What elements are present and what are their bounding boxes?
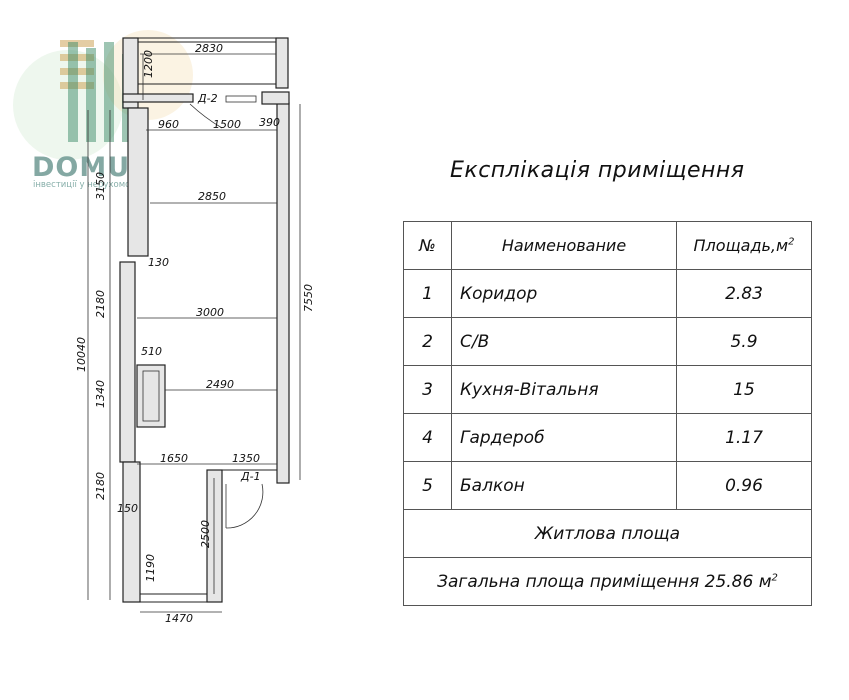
dim-2490: 2490 — [206, 378, 234, 391]
table-row: 2 С/В 5.9 — [403, 317, 812, 366]
dim-960: 960 — [158, 118, 179, 131]
explication-title: Експлікація приміщення — [450, 158, 745, 183]
dim-150: 150 — [117, 502, 138, 515]
right-wall — [276, 102, 290, 484]
balcony-bottom-wall-right — [261, 91, 290, 105]
table-row: 4 Гардероб 1.17 — [403, 413, 812, 462]
wardrobe-block — [136, 364, 166, 428]
table-header-row: № Наименование Площадь,м2 — [403, 221, 812, 270]
dim-2830: 2830 — [195, 42, 223, 55]
header-area: Площадь,м2 — [676, 221, 812, 270]
dim-390: 390 — [259, 116, 280, 129]
total-area-row: Загальна площа приміщення 25.86 м2 — [403, 557, 812, 606]
dim-3150: 3150 — [94, 172, 107, 200]
explication-table: № Наименование Площадь,м2 1 Коридор 2.83… — [403, 221, 812, 606]
dim-1500: 1500 — [213, 118, 241, 131]
dim-1650: 1650 — [160, 452, 188, 465]
dim-510: 510 — [141, 345, 162, 358]
dim-2180-lower: 2180 — [94, 472, 107, 500]
dim-3000: 3000 — [196, 306, 224, 319]
header-num: № — [403, 221, 452, 270]
balcony-right-wall — [275, 37, 289, 89]
dim-1470: 1470 — [165, 612, 193, 625]
left-wall-top — [127, 107, 149, 257]
door-2-swing — [189, 103, 223, 129]
dim-2850: 2850 — [198, 190, 226, 203]
floor-plan: 2830 1200 Д-2 960 1500 390 3150 2850 130… — [75, 37, 315, 625]
table-row: 1 Коридор 2.83 — [403, 269, 812, 318]
dim-130: 130 — [148, 256, 169, 269]
door-1-arc — [225, 483, 264, 529]
total-area-cell: Загальна площа приміщення 25.86 м2 — [403, 557, 812, 606]
balcony-bottom-wall — [122, 93, 194, 103]
left-wall-middle — [119, 261, 136, 463]
dim-1200: 1200 — [142, 50, 155, 78]
table-row: 3 Кухня-Вітальня 15 — [403, 365, 812, 414]
dim-1340: 1340 — [94, 380, 107, 408]
dim-2500: 2500 — [199, 520, 212, 548]
dim-1350: 1350 — [232, 452, 260, 465]
dim-10040: 10040 — [75, 337, 88, 372]
door-1-label: Д-1 — [240, 470, 261, 483]
table-row: 5 Балкон 0.96 — [403, 461, 812, 510]
dim-2180-upper: 2180 — [94, 290, 107, 318]
door-2-label: Д-2 — [197, 92, 218, 105]
living-area-row: Житлова площа — [403, 509, 812, 558]
header-name: Наименование — [451, 221, 677, 270]
dim-7550: 7550 — [302, 284, 315, 312]
left-wall-bottom — [122, 461, 141, 603]
dim-1190: 1190 — [144, 554, 157, 582]
